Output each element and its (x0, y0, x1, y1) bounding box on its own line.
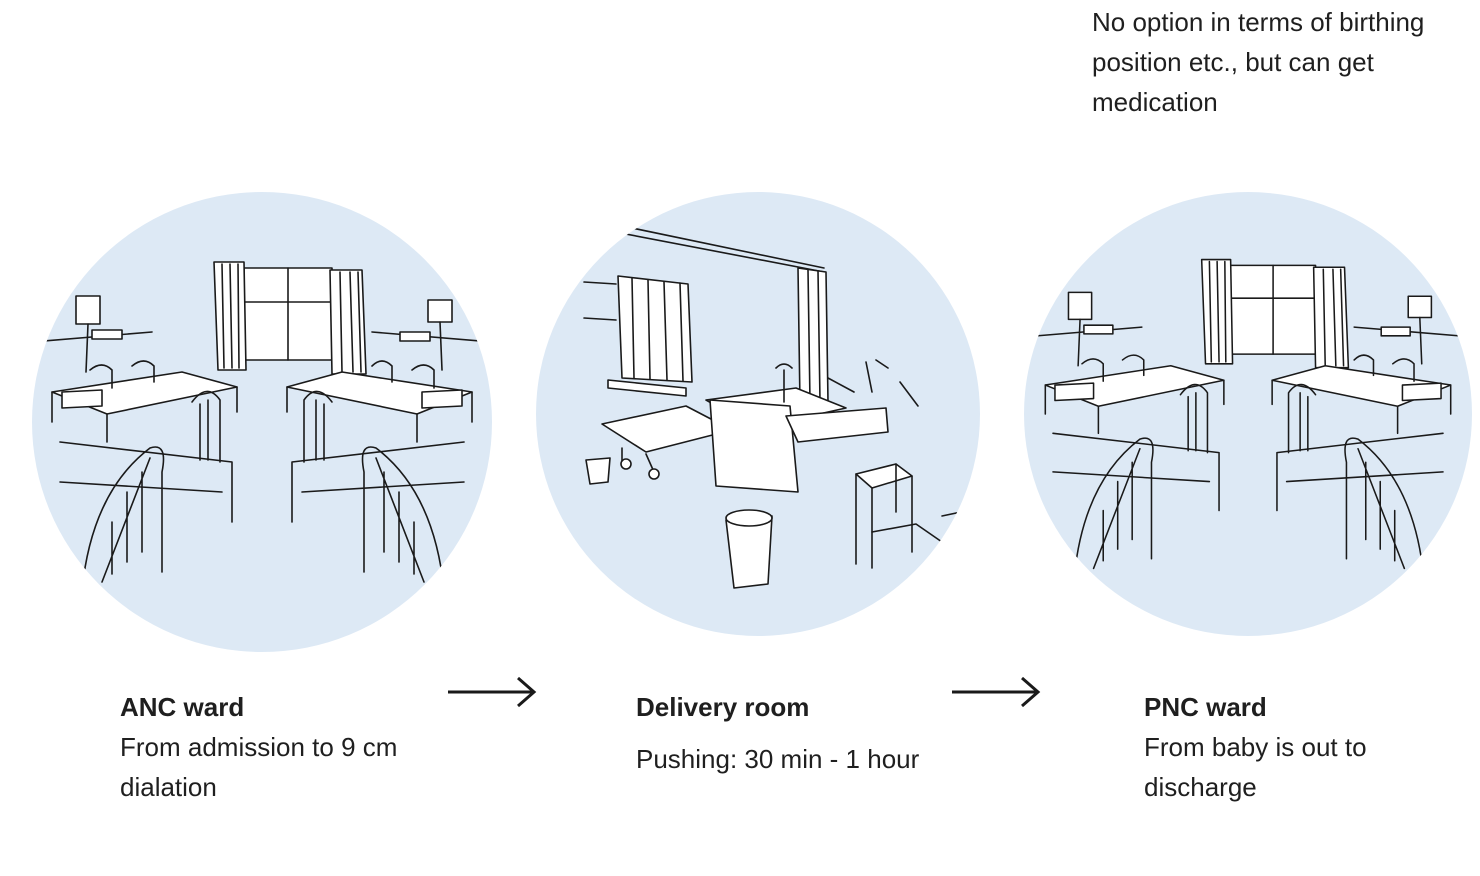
stage-caption-anc: ANC ward From admission to 9 cm dialatio… (120, 687, 450, 807)
stage-description: Pushing: 30 min - 1 hour (636, 744, 920, 774)
stage-caption-delivery: Delivery room Pushing: 30 min - 1 hour (636, 687, 966, 779)
annotation-note: No option in terms of birthing position … (1092, 7, 1425, 117)
delivery-room-illustration (536, 192, 980, 636)
stage-caption-pnc: PNC ward From baby is out to discharge (1144, 687, 1474, 807)
anc-ward-illustration (32, 192, 492, 652)
hospital-ward-illustration-icon (1025, 258, 1471, 577)
right-arrow-icon (448, 676, 537, 708)
right-arrow-icon (952, 676, 1041, 708)
stage-title: ANC ward (120, 692, 245, 722)
stage-description: From admission to 9 cm dialation (120, 732, 398, 802)
stage-title: Delivery room (636, 692, 810, 722)
stage-title: PNC ward (1144, 692, 1267, 722)
pnc-ward-illustration (1024, 192, 1472, 636)
delivery-room-illustration-icon (583, 217, 980, 597)
hospital-ward-illustration-icon (32, 261, 492, 591)
stage-description: From baby is out to discharge (1144, 732, 1367, 802)
